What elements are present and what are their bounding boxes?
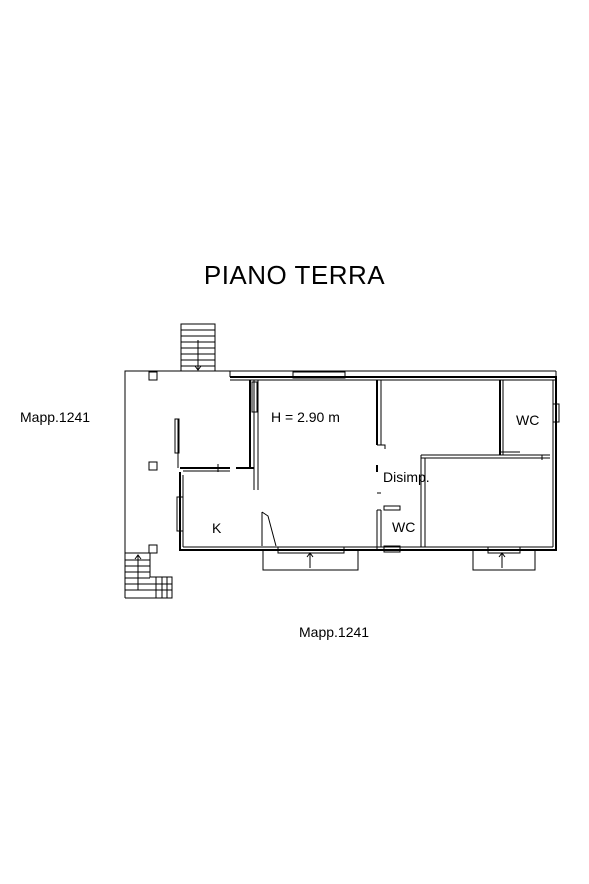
lot-outline (124, 370, 231, 598)
stairs-top (180, 323, 216, 372)
exterior-walls (179, 370, 557, 551)
windows (174, 371, 560, 553)
parcel-label-left: Mapp.1241 (20, 409, 91, 425)
room-label-kitchen: K (212, 520, 222, 536)
room-height-label: H = 2.90 m (271, 409, 340, 425)
bay-windows (262, 546, 536, 571)
parcel-label-bottom: Mapp.1241 (299, 624, 370, 640)
room-label-disimpegno: Disimp. (383, 469, 430, 485)
room-label-wc-right: WC (516, 412, 539, 428)
stairs-bottom (125, 552, 173, 599)
interior-walls (177, 380, 550, 550)
room-label-wc-small: WC (392, 519, 415, 535)
pillars (148, 371, 158, 554)
plan-title: PIANO TERRA (203, 260, 386, 290)
